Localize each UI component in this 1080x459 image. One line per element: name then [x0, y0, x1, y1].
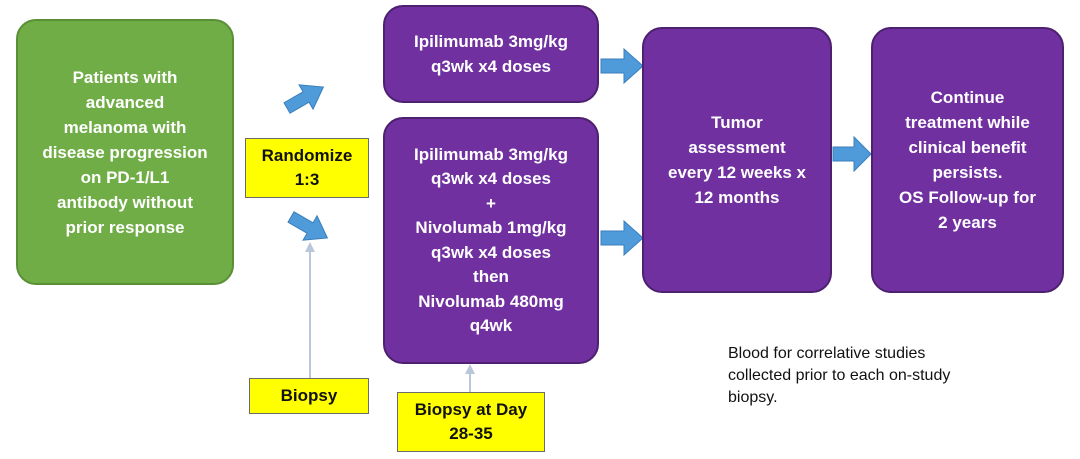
biopsy-box-text: Biopsy	[280, 386, 338, 405]
continue-treatment-box-text: Continue treatment while clinical benefi…	[899, 88, 1036, 232]
continue-treatment-box: Continue treatment while clinical benefi…	[871, 27, 1064, 293]
arm-a-box-text: Ipilimumab 3mg/kg q3wk x4 doses	[414, 32, 568, 76]
biopsy-box: Biopsy	[249, 378, 369, 414]
patients-box: Patients with advanced melanoma with dis…	[16, 19, 234, 285]
arm-b-box-text: Ipilimumab 3mg/kg q3wk x4 doses + Nivolu…	[414, 144, 568, 336]
randomize-box-text: Randomize 1:3	[261, 146, 353, 189]
arrow-randomize-to-arm-b	[287, 211, 329, 241]
arrow-arm-b-to-tumor	[600, 219, 644, 257]
biopsy-day-box: Biopsy at Day 28-35	[397, 392, 545, 452]
arrow-tumor-to-continue	[832, 135, 872, 173]
arrow-randomize-to-arm-a	[283, 84, 325, 114]
tumor-assessment-box: Tumor assessment every 12 weeks x 12 mon…	[642, 27, 832, 293]
biopsy-day-box-text: Biopsy at Day 28-35	[414, 400, 528, 443]
arm-a-box: Ipilimumab 3mg/kg q3wk x4 doses	[383, 5, 599, 103]
arrow-arm-a-to-tumor	[600, 47, 644, 85]
patients-box-text: Patients with advanced melanoma with dis…	[42, 67, 208, 237]
tumor-assessment-box-text: Tumor assessment every 12 weeks x 12 mon…	[667, 113, 806, 207]
connector-biopsy-arrowhead	[305, 242, 315, 252]
blood-note: Blood for correlative studies collected …	[728, 345, 951, 406]
arm-b-box: Ipilimumab 3mg/kg q3wk x4 doses + Nivolu…	[383, 117, 599, 364]
connector-biopsyday-arrowhead	[465, 364, 475, 374]
randomize-box: Randomize 1:3	[245, 138, 369, 198]
